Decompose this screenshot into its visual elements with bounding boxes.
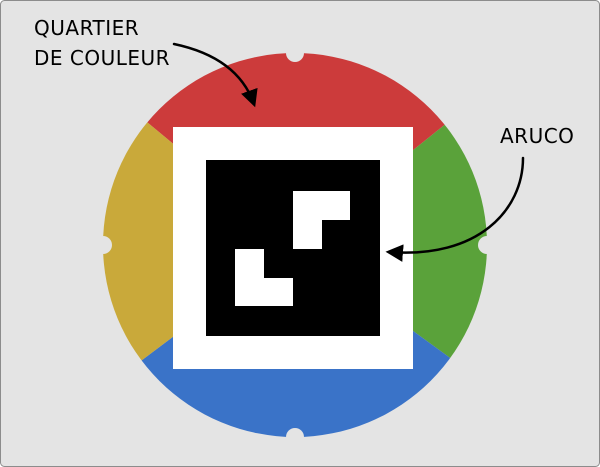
aruco-marker — [173, 127, 413, 369]
arrow-to-color-quarter — [172, 42, 258, 108]
label-color-quarter-line2: DE COULEUR — [34, 46, 170, 70]
label-color-quarter-line1: QUARTIER — [34, 16, 139, 40]
disc-notches — [94, 44, 496, 446]
label-aruco: ARUCO — [500, 124, 574, 148]
notch-bottom — [286, 428, 304, 446]
arrow-to-aruco — [385, 156, 525, 262]
aruco-cell-bottom-left — [235, 249, 293, 306]
notch-left — [94, 236, 112, 254]
quarter-right-green — [295, 53, 487, 437]
quarter-left-yellow — [103, 53, 295, 437]
notch-top — [286, 44, 304, 62]
notch-right — [478, 236, 496, 254]
aruco-cell-top-right — [293, 191, 350, 249]
